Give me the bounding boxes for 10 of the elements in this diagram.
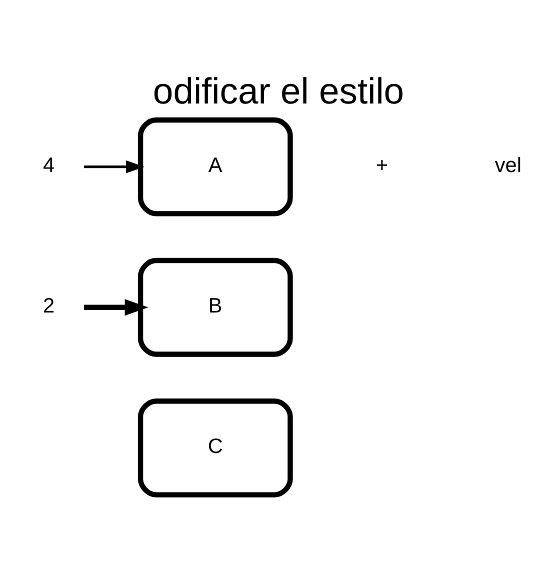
node-box: B [138, 257, 293, 356]
label: vel [494, 153, 522, 176]
node-text: 4 [43, 153, 55, 176]
node-text: 2 [43, 294, 55, 317]
arrow [84, 160, 144, 173]
diagram-title: odificar el estilo [152, 70, 404, 112]
label: + [376, 153, 388, 176]
node-box: C [138, 398, 293, 497]
node-box: A [138, 116, 293, 216]
arrow [84, 298, 148, 316]
